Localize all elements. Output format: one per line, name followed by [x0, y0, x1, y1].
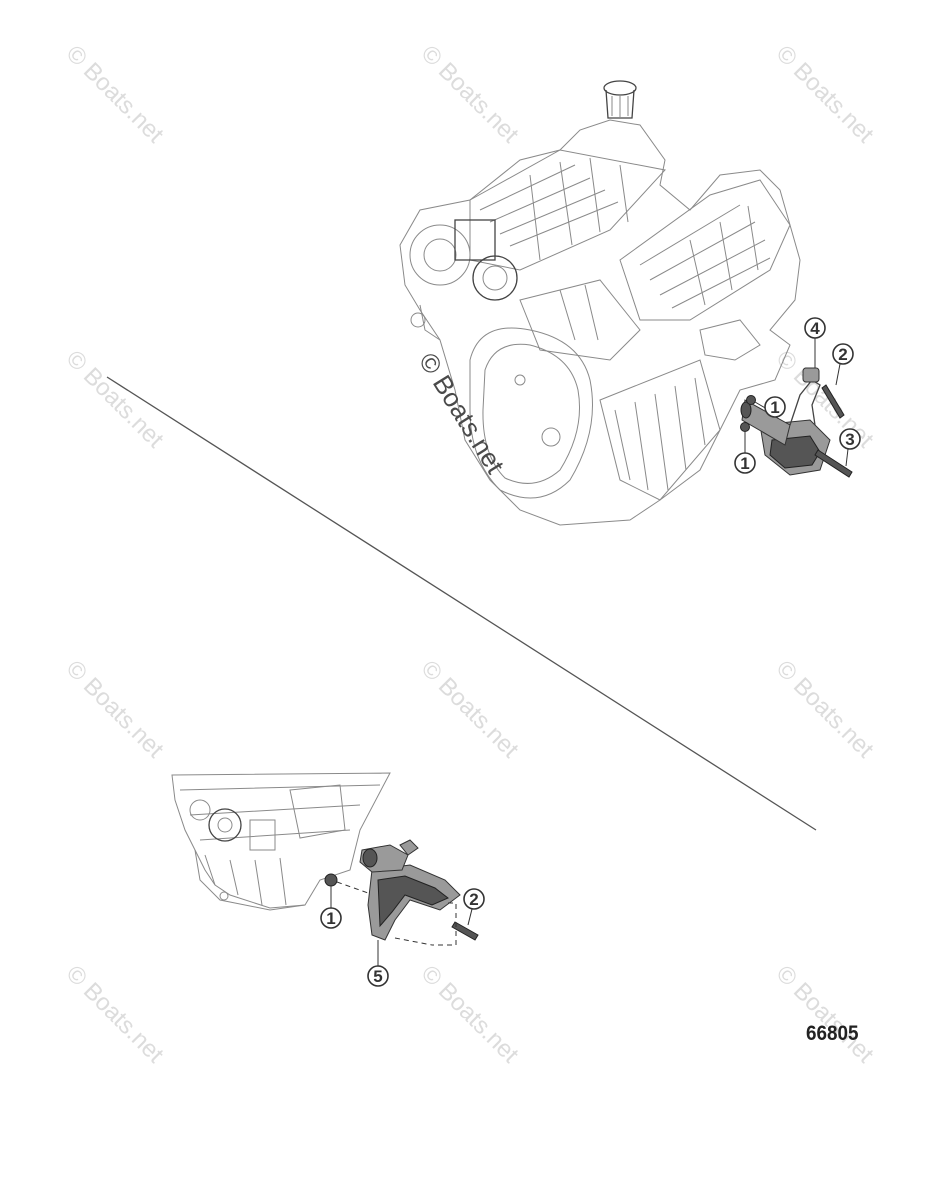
svg-text:1: 1 — [770, 398, 779, 417]
watermark-center: © Boats.net — [413, 347, 511, 479]
svg-text:2: 2 — [838, 345, 847, 364]
callout-1-lower: 1 — [734, 432, 756, 474]
separator-line — [106, 376, 817, 831]
svg-text:1: 1 — [326, 909, 335, 928]
svg-text:1: 1 — [740, 454, 749, 473]
watermark: © Boats.net — [416, 40, 524, 148]
watermark: © Boats.net — [61, 960, 169, 1068]
callout-1-bottom: 1 — [320, 886, 342, 929]
watermark: © Boats.net — [61, 40, 169, 148]
watermark: © Boats.net — [771, 960, 879, 1068]
watermark: © Boats.net — [771, 40, 879, 148]
callout-2-bottom: 2 — [463, 888, 485, 926]
callout-2-top: 2 — [832, 343, 854, 386]
callout-1-upper: 1 — [754, 396, 786, 418]
watermark: © Boats.net — [771, 655, 879, 763]
callout-4-top: 4 — [804, 317, 826, 368]
watermark: © Boats.net — [61, 655, 169, 763]
svg-text:5: 5 — [373, 967, 382, 986]
watermark: © Boats.net — [416, 655, 524, 763]
engine-bottom-illustration: 1 2 5 — [171, 772, 485, 987]
reference-number: 66805 — [806, 1022, 859, 1045]
svg-text:3: 3 — [845, 430, 854, 449]
engine-top-illustration: 1 1 2 3 4 — [399, 80, 861, 526]
svg-text:2: 2 — [469, 890, 478, 909]
watermark-grid: © Boats.net © Boats.net © Boats.net © Bo… — [61, 40, 879, 1068]
watermark: © Boats.net — [416, 960, 524, 1068]
callout-3-top: 3 — [839, 428, 861, 467]
callout-5-bottom: 5 — [367, 940, 389, 987]
watermark: © Boats.net — [61, 345, 169, 453]
svg-text:4: 4 — [810, 319, 820, 338]
